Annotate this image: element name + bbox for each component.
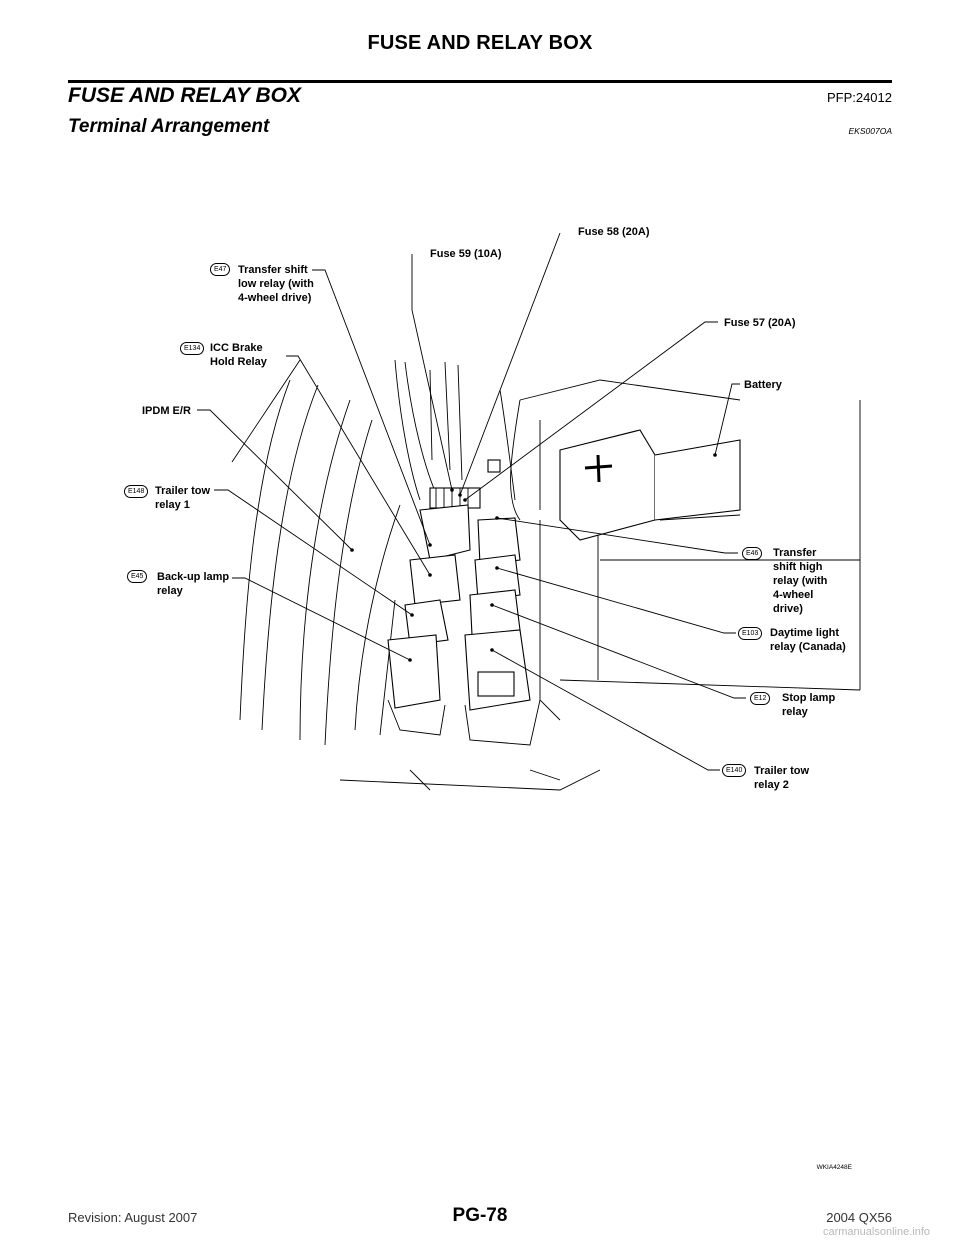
relay-blocks <box>387 504 541 746</box>
connector-tag-e103: E103 <box>738 627 763 640</box>
callout-icc-brake-hold-relay: ICC Brake Hold Relay <box>210 342 267 368</box>
callout-fuse-59: Fuse 59 (10A) <box>430 248 502 260</box>
callout-ipdm-er: IPDM E/R <box>142 405 191 417</box>
section-title: FUSE AND RELAY BOX <box>68 84 301 107</box>
section-code: PFP:24012 <box>826 90 892 105</box>
callout-fuse-57: Fuse 57 (20A) <box>724 317 796 329</box>
leader-lines <box>197 232 746 771</box>
callout-trailer-tow-relay-2: Trailer tow relay 2 <box>754 765 810 791</box>
callout-transfer-shift-high-relay: Transfer shift high relay (with 4-wheel … <box>773 547 828 615</box>
engine-bay-sketch <box>231 359 861 791</box>
connector-tag-e45: E45 <box>127 570 148 583</box>
connector-tag-e12: E12 <box>750 692 771 705</box>
callout-battery: Battery <box>744 379 782 391</box>
callout-stop-lamp-relay: Stop lamp relay <box>782 692 836 718</box>
figure-code: WKIA4248E <box>816 1164 852 1171</box>
header-rule <box>68 80 892 83</box>
callout-fuse-58: Fuse 58 (20A) <box>578 226 650 238</box>
footer-model: 2004 QX56 <box>826 1210 892 1225</box>
watermark: carmanualsonline.info <box>822 1226 930 1238</box>
footer-page-number: PG-78 <box>452 1205 508 1226</box>
callout-trailer-tow-relay-1: Trailer tow relay 1 <box>155 485 211 511</box>
subsection-code: EKS007OA <box>848 126 892 136</box>
connector-tag-e140: E140 <box>722 764 747 777</box>
callout-daytime-light-relay: Daytime light relay (Canada) <box>770 627 846 653</box>
subsection-title: Terminal Arrangement <box>68 116 270 137</box>
connector-tag-e47: E47 <box>210 263 231 276</box>
callout-transfer-shift-low-relay: Transfer shift low relay (with 4-wheel d… <box>238 264 314 304</box>
connector-tag-e46: E46 <box>742 547 763 560</box>
footer-revision: Revision: August 2007 <box>68 1210 198 1225</box>
battery-block <box>559 429 741 541</box>
running-header-title: FUSE AND RELAY BOX <box>367 32 593 54</box>
connector-tag-e148: E148 <box>124 485 149 498</box>
callout-back-up-lamp-relay: Back-up lamp relay <box>157 571 230 597</box>
leader-dots <box>350 453 717 662</box>
connector-tag-e134: E134 <box>180 342 205 355</box>
